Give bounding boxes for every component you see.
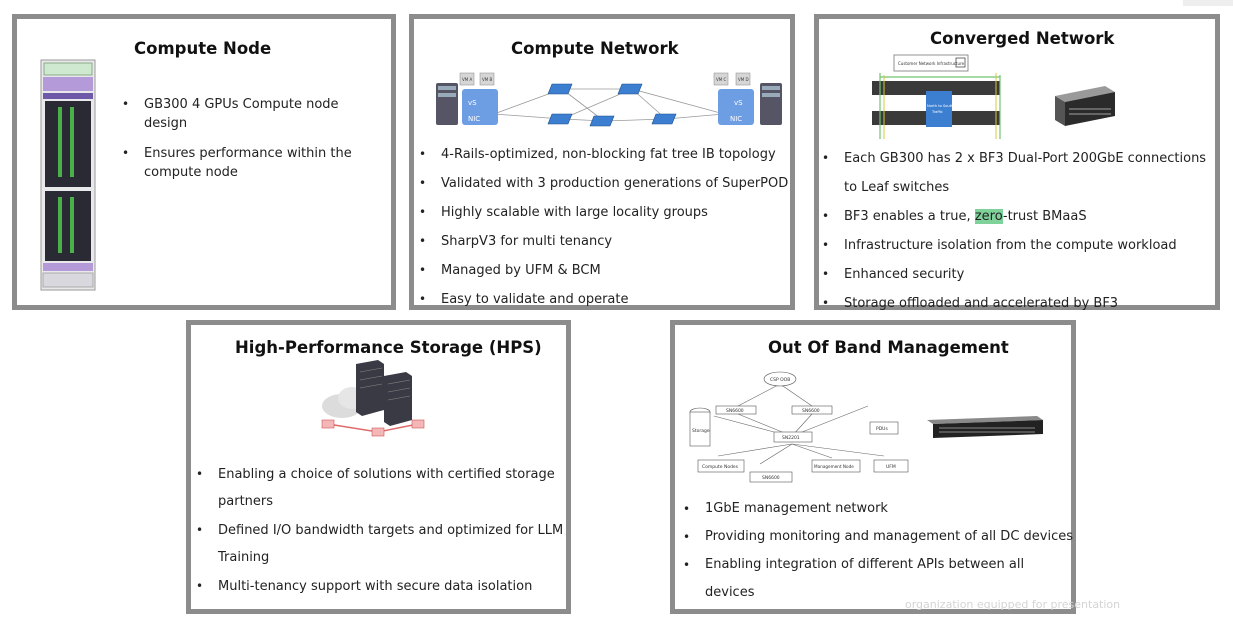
list-item: Enabling a choice of solutions with cert…	[196, 461, 566, 515]
compute-network-panel: Compute Network VM A VM B vS NIC	[409, 14, 795, 314]
compute-node-title: Compute Node	[134, 39, 272, 58]
watermark-text: organization equipped for presentation	[905, 598, 1121, 611]
hps-panel: High-Performance Storage (HPS) Enabling …	[186, 320, 571, 614]
compute-node-panel: Compute Node GB300 4 GPUs Compute node d…	[12, 14, 396, 310]
converged-network-diagram: Customer Network Infrastructure North to…	[872, 54, 1001, 139]
cloud-label: CSP OOB	[770, 377, 790, 383]
list-item: Multi-tenancy support with secure data i…	[196, 573, 566, 600]
corner-overlay	[1183, 0, 1233, 6]
compute-network-title: Compute Network	[511, 39, 679, 58]
list-item: Managed by UFM & BCM	[419, 256, 789, 285]
list-item: Storage offloaded and accelerated by BF3	[822, 289, 1217, 318]
vs-right-label: vS	[734, 99, 743, 107]
ufm-label: UFM	[886, 464, 896, 470]
vm-c-label: VM C	[716, 77, 726, 82]
compute-network-bullets: 4-Rails-optimized, non-blocking fat tree…	[419, 140, 789, 314]
bmaas-text: -trust BMaaS	[1002, 209, 1087, 224]
list-item: Infrastructure isolation from the comput…	[822, 231, 1217, 260]
list-item: Validated with 3 production generations …	[419, 169, 789, 198]
switch-hardware-image	[1055, 86, 1115, 126]
storage-servers-image	[321, 360, 425, 437]
compute-nodes-label: Compute Nodes	[702, 464, 739, 470]
traffic-label: Traffic	[931, 110, 943, 114]
nic-right-label: NIC	[730, 115, 742, 123]
hps-title: High-Performance Storage (HPS)	[235, 338, 542, 357]
compute-rack-image	[40, 59, 96, 291]
bottom-switch-label: SN6600	[762, 475, 780, 481]
mgmt-node-label: Management Node	[814, 464, 854, 469]
list-item: Defined I/O bandwidth targets and optimi…	[196, 517, 566, 571]
list-item: Enabling integration of different APIs b…	[683, 551, 1073, 607]
vm-b-label: VM B	[482, 77, 492, 82]
list-item: BF3 enables a true, zero-trust BMaaS	[822, 202, 1217, 231]
center-switch-label: SN2201	[782, 435, 800, 441]
vs-left-label: vS	[468, 99, 477, 107]
list-item: Providing monitoring and management of a…	[683, 523, 1073, 551]
list-item: SharpV3 for multi tenancy	[419, 227, 789, 256]
nic-left-label: NIC	[468, 115, 480, 123]
list-item: Highly scalable with large locality grou…	[419, 198, 789, 227]
north-south-label: North to South	[927, 104, 953, 108]
compute-node-bullets: GB300 4 GPUs Compute node design Ensures…	[122, 95, 362, 182]
mgmt-switch-image	[927, 416, 1043, 438]
oob-bullets: 1GbE management network Providing monito…	[683, 495, 1073, 607]
vm-a-label: VM A	[462, 77, 472, 82]
list-item: Each GB300 has 2 x BF3 Dual-Port 200GbE …	[822, 144, 1217, 202]
pdus-label: PDUs	[876, 426, 888, 432]
converged-network-bullets: Each GB300 has 2 x BF3 Dual-Port 200GbE …	[822, 144, 1217, 318]
list-item: Enhanced security	[822, 260, 1217, 289]
hps-bullets: Enabling a choice of solutions with cert…	[196, 461, 566, 600]
sw2-label: SN6600	[802, 408, 820, 414]
sw1-label: SN6600	[726, 408, 744, 414]
zero-highlight: zero	[974, 209, 1003, 224]
list-item: Ensures performance within the compute n…	[122, 144, 362, 182]
storage-label: Storage	[692, 428, 710, 434]
oob-diagram: CSP OOB SN6600 SN6600 Storage SN2201 PDU…	[689, 371, 909, 483]
oob-panel: Out Of Band Management CSP OOB SN6600 SN…	[670, 320, 1076, 614]
compute-network-diagram: VM A VM B vS NIC VM C VM D vS NIC	[436, 72, 782, 127]
bf3-text: BF3 enables a true,	[844, 209, 975, 224]
list-item: Easy to validate and operate	[419, 285, 789, 314]
list-item: 1GbE management network	[683, 495, 1073, 523]
list-item: GB300 4 GPUs Compute node design	[122, 95, 362, 133]
vm-d-label: VM D	[738, 77, 749, 82]
infra-label: Customer Network Infrastructure	[898, 61, 965, 66]
converged-network-title: Converged Network	[930, 29, 1115, 48]
list-item: 4-Rails-optimized, non-blocking fat tree…	[419, 140, 789, 169]
oob-title: Out Of Band Management	[768, 338, 1009, 357]
converged-network-panel: Converged Network Customer Network Infra…	[814, 14, 1220, 318]
